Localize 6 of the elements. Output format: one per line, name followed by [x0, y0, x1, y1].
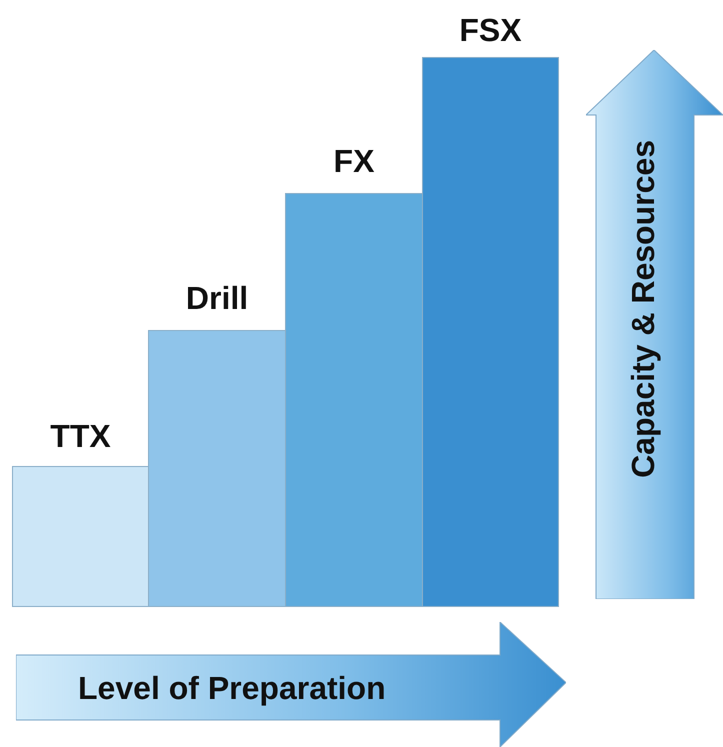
bar-label: Drill	[186, 282, 248, 314]
bar-label: FX	[334, 145, 374, 177]
bar-label: FSX	[459, 14, 522, 46]
axis-title: Level of Preparation	[78, 672, 386, 704]
bar-label: TTX	[50, 420, 111, 452]
axis-title: Capacity & Resources	[627, 140, 659, 478]
